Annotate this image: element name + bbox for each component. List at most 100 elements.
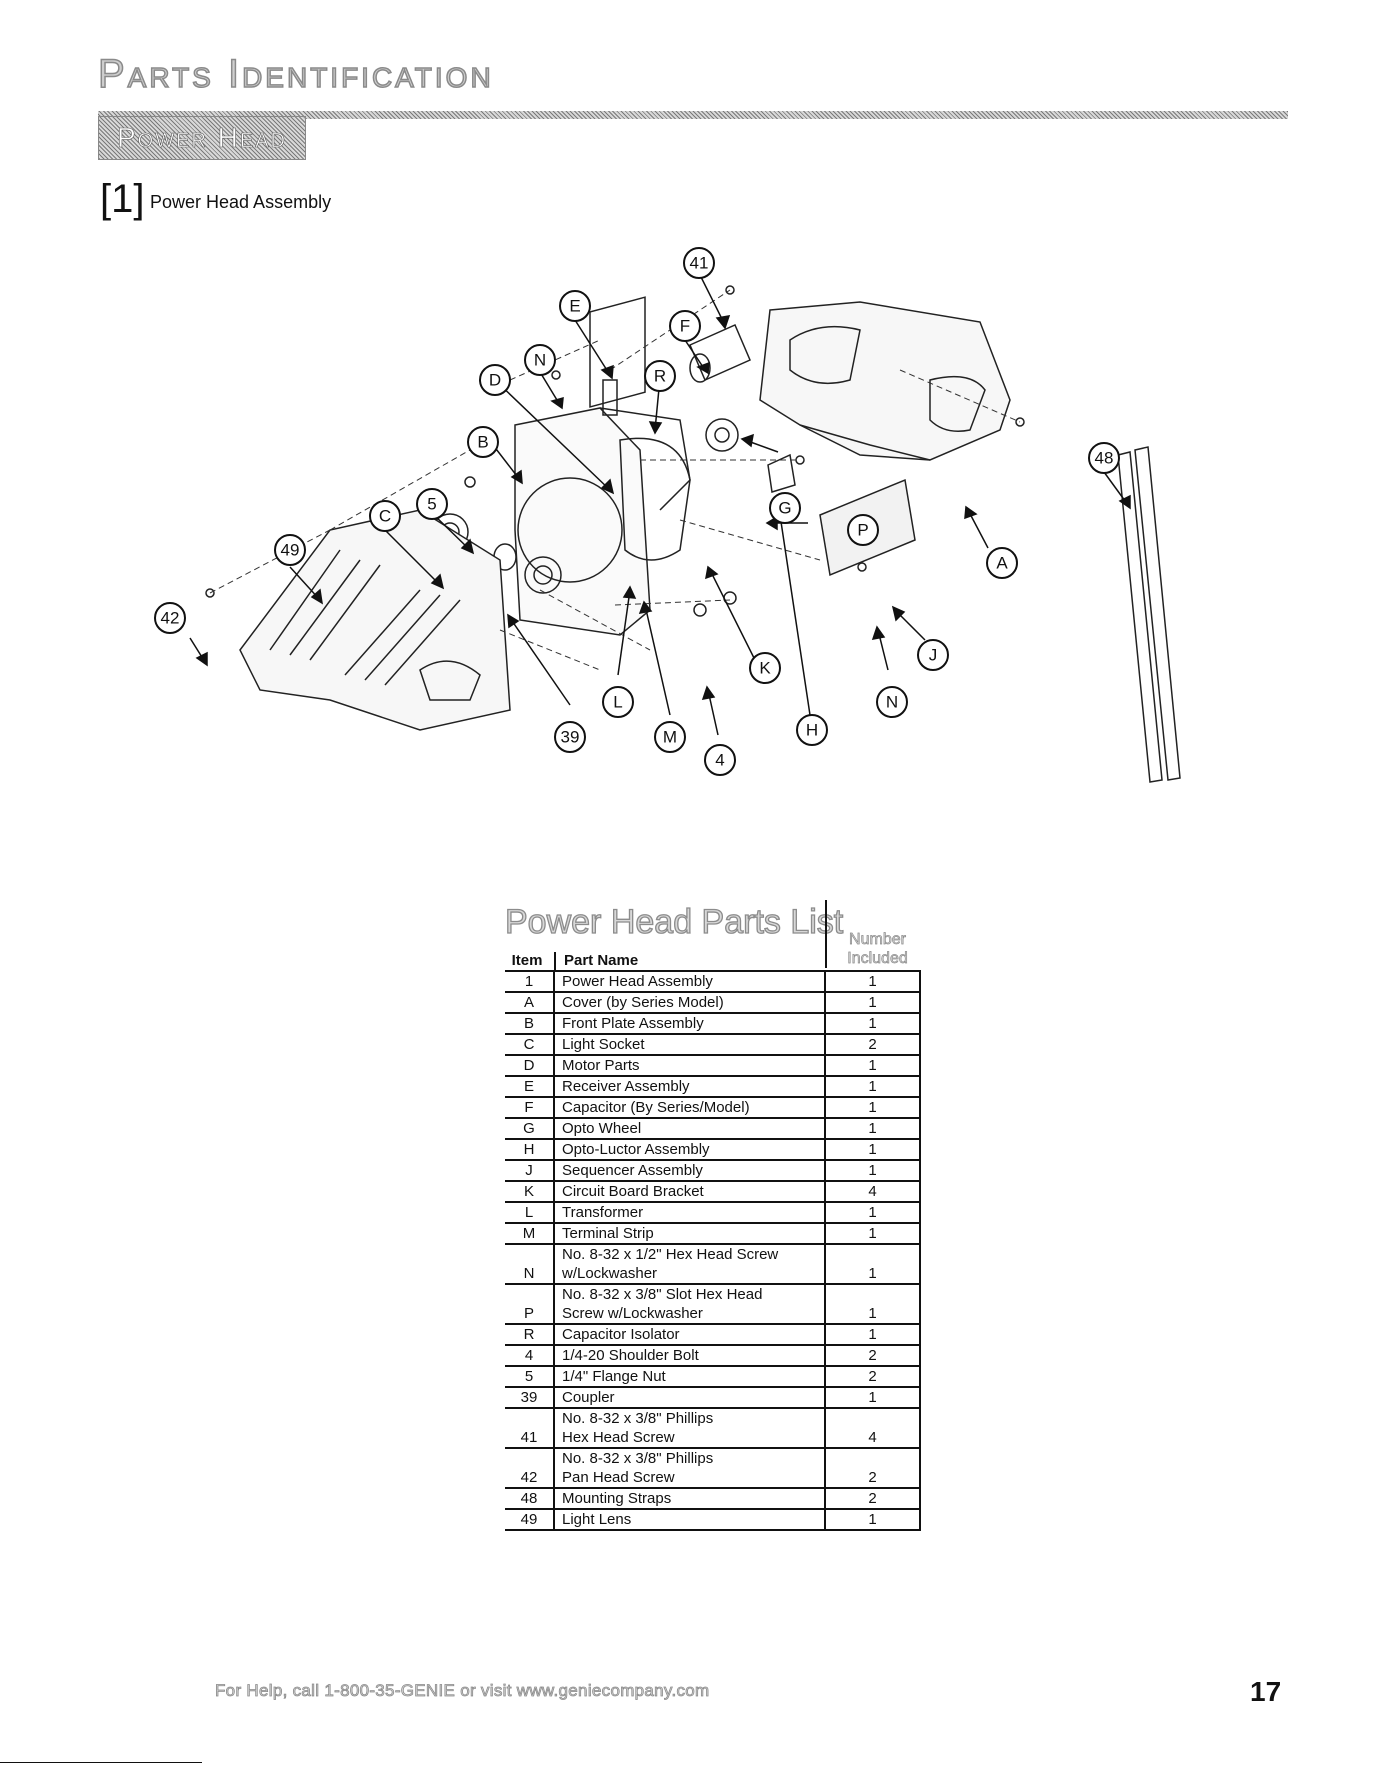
cell-part-name: Circuit Board Bracket <box>554 1181 826 1203</box>
bottom-rule <box>0 1762 202 1763</box>
light-lens-part <box>239 509 511 731</box>
cell-part-name: Capacitor (By Series/Model) <box>554 1097 826 1119</box>
svg-text:F: F <box>680 317 690 336</box>
callout-N-lower: N <box>876 686 908 718</box>
cell-part-name: 1/4-20 Shoulder Bolt <box>554 1345 826 1367</box>
cell-number-included: 2 <box>825 1345 921 1367</box>
callout-L: L <box>602 686 634 718</box>
callout-P: P <box>847 514 879 546</box>
svg-text:48: 48 <box>1095 449 1114 468</box>
callout-42: 42 <box>154 602 186 634</box>
part-name-line: Capacitor (By Series/Model) <box>562 1099 750 1116</box>
part-name-line: Motor Parts <box>562 1057 640 1074</box>
cell-number-included: 4 <box>825 1408 921 1449</box>
cell-part-name: Sequencer Assembly <box>554 1160 826 1182</box>
callout-48: 48 <box>1088 442 1120 474</box>
callout-D: D <box>479 364 511 396</box>
callout-C: C <box>369 500 401 532</box>
part-name-line: Mounting Straps <box>562 1490 672 1507</box>
callout-J: J <box>917 639 949 671</box>
title-rule <box>98 111 1288 119</box>
cell-number-included: 1 <box>825 1076 921 1098</box>
svg-text:M: M <box>663 728 677 747</box>
cell-item: C <box>505 1034 555 1056</box>
cell-item: H <box>505 1139 555 1161</box>
part-name-line: Opto-Luctor Assembly <box>562 1141 710 1158</box>
page-number: 17 <box>1250 1676 1282 1707</box>
svg-text:H: H <box>806 721 818 740</box>
callout-F: F <box>669 310 701 342</box>
cell-item: M <box>505 1223 555 1245</box>
cell-number-included: 1 <box>825 1284 921 1325</box>
cell-item: 39 <box>505 1387 555 1409</box>
cell-item: A <box>505 992 555 1014</box>
cell-number-included: 1 <box>825 1387 921 1409</box>
svg-text:5: 5 <box>427 495 436 514</box>
part-name-line: Hex Head Screw <box>562 1429 675 1446</box>
cell-item: 48 <box>505 1488 555 1510</box>
cell-part-name: No. 8-32 x 1/2" Hex Head Screw w/Lockwash… <box>554 1244 826 1285</box>
part-name-line: w/Lockwasher <box>562 1265 658 1282</box>
cell-part-name: 1/4" Flange Nut <box>554 1366 826 1388</box>
power-head-exploded-diagram: 41 E F D N R B C 5 G P 48 49 A 42 K J L … <box>154 247 1181 783</box>
svg-text:39: 39 <box>561 728 580 747</box>
number-included-line-2: Included <box>847 950 908 968</box>
part-name-line: Terminal Strip <box>562 1225 654 1242</box>
cell-part-name: Front Plate Assembly <box>554 1013 826 1035</box>
cell-item: G <box>505 1118 555 1140</box>
callout-H: H <box>796 714 828 746</box>
svg-text:C: C <box>379 507 391 526</box>
svg-text:D: D <box>489 371 501 390</box>
cell-number-included: 1 <box>825 1160 921 1182</box>
part-name-line: Light Lens <box>562 1511 632 1528</box>
cell-number-included: 1 <box>825 1509 921 1531</box>
cell-number-included: 2 <box>825 1034 921 1056</box>
part-name-line: No. 8-32 x 1/2" Hex Head Screw <box>562 1246 779 1263</box>
subsection-title: Power Head <box>116 122 287 154</box>
cell-number-included: 2 <box>825 1448 921 1489</box>
cell-item: N <box>505 1244 555 1285</box>
cell-item: 5 <box>505 1366 555 1388</box>
part-name-line: Capacitor Isolator <box>562 1326 680 1343</box>
part-name-line: Circuit Board Bracket <box>562 1183 704 1200</box>
part-name-line: 1/4" Flange Nut <box>562 1368 666 1385</box>
part-name-line: Receiver Assembly <box>562 1078 690 1095</box>
cell-item: B <box>505 1013 555 1035</box>
part-name-line: No. 8-32 x 3/8" Phillips <box>562 1410 714 1427</box>
part-name-line: Light Socket <box>562 1036 645 1053</box>
cell-item: E <box>505 1076 555 1098</box>
callout-K: K <box>749 652 781 684</box>
svg-text:4: 4 <box>715 751 724 770</box>
leader-arrows <box>189 274 1131 736</box>
cover-part <box>759 301 1011 461</box>
cell-number-included: 1 <box>825 1118 921 1140</box>
cell-part-name: Power Head Assembly <box>554 970 826 993</box>
cell-number-included: 1 <box>825 1202 921 1224</box>
column-headers: Item Part Name <box>505 952 920 970</box>
cell-item: K <box>505 1181 555 1203</box>
svg-text:42: 42 <box>161 609 180 628</box>
callout-4: 4 <box>704 744 736 776</box>
svg-text:P: P <box>857 521 868 540</box>
callout-N-upper: N <box>524 344 556 376</box>
opto-luctor-part <box>767 453 796 493</box>
opto-wheel-part <box>705 418 739 452</box>
motor-part <box>619 437 691 561</box>
